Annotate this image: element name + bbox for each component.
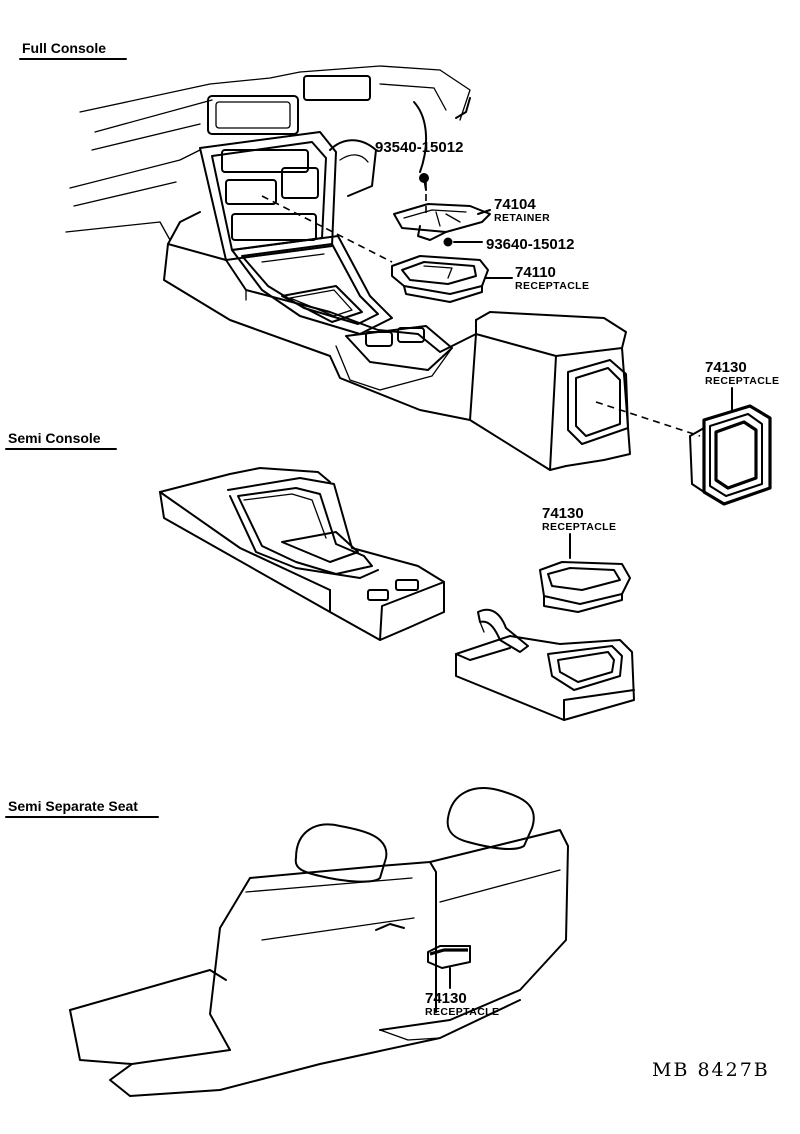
part-number-receptacle-seat: 74130 (425, 990, 467, 1007)
section-semi-separate-seat: Semi Separate Seat (5, 798, 159, 818)
callout-receptacle-74130-full: 74130 RECEPTACLE (705, 359, 779, 413)
section-title-full-console: Full Console (22, 40, 106, 56)
part-number-screw-lower: 93640-15012 (486, 236, 574, 253)
part-name-receptacle-seat: RECEPTACLE (425, 1006, 499, 1018)
rear-console-drawing (455, 608, 635, 721)
seat-drawing (69, 787, 569, 1097)
callout-receptacle-74130-seat: 74130 RECEPTACLE (425, 967, 499, 1018)
callout-retainer: 74104 RETAINER (477, 196, 550, 224)
diagram-code: MB 8427B (652, 1059, 770, 1081)
part-number-receptacle-front: 74110 (515, 264, 556, 281)
callout-screw-upper: 93540-15012 (375, 139, 463, 156)
part-name-receptacle-front: RECEPTACLE (515, 280, 589, 292)
section-semi-console: Semi Console (5, 430, 117, 450)
part-number-receptacle-semi-console: 74130 (542, 505, 584, 522)
semi-console-drawing (159, 467, 445, 641)
screw-lower-icon (443, 237, 453, 247)
callout-receptacle-74110: 74110 RECEPTACLE (485, 264, 589, 292)
section-title-semi-console: Semi Console (8, 430, 101, 446)
part-number-receptacle-full-console: 74130 (705, 359, 747, 376)
screw-upper-icon (419, 173, 429, 191)
retainer-part (393, 203, 491, 241)
section-full-console: Full Console (19, 40, 127, 60)
receptacle-74130-full-part (689, 404, 772, 506)
full-console-drawing (65, 65, 631, 471)
part-name-retainer: RETAINER (494, 212, 550, 224)
part-number-retainer: 74104 (494, 196, 536, 213)
callout-receptacle-74130-semi: 74130 RECEPTACLE (542, 505, 616, 533)
leader-dash (261, 195, 393, 263)
part-name-receptacle-full-console: RECEPTACLE (705, 375, 779, 387)
receptacle-74110-part (391, 255, 489, 303)
leader-dash (595, 401, 701, 437)
receptacle-74130-semi-part (539, 561, 631, 613)
part-number-screw-upper: 93540-15012 (375, 139, 463, 156)
receptacle-74130-seat-part (427, 945, 471, 969)
callout-screw-lower: 93640-15012 (453, 236, 574, 253)
section-title-semi-separate-seat: Semi Separate Seat (8, 798, 138, 814)
part-name-receptacle-semi-console: RECEPTACLE (542, 521, 616, 533)
